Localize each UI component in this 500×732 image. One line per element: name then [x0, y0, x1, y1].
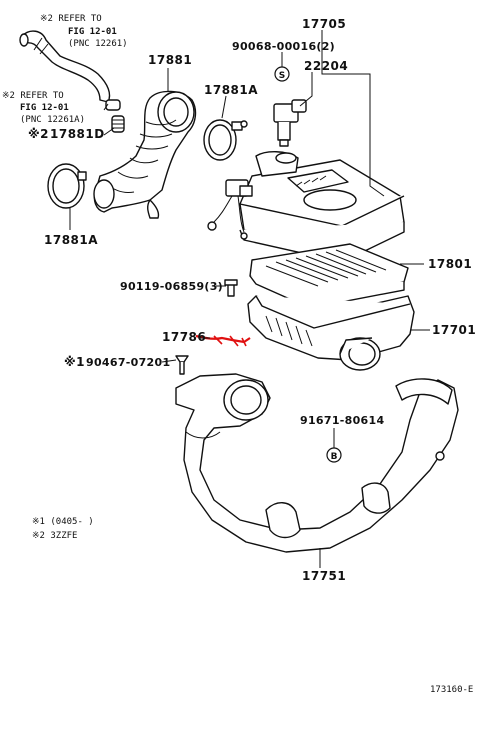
hose-clamp-17881a-top — [203, 119, 248, 161]
intake-hose-17881 — [93, 90, 197, 219]
footnote-2: ※2 3ZZFE — [32, 531, 77, 541]
filter-element-17801 — [249, 243, 409, 309]
clip-90467 — [175, 355, 189, 375]
leader-lines — [69, 30, 430, 568]
mark-left: ※2 — [28, 127, 49, 141]
figure-id: 173160-E — [430, 685, 473, 695]
callout-b-text: B — [331, 452, 338, 462]
hose-clamp-17881a-left — [47, 163, 87, 209]
ref2-line1: ※2 REFER TO — [2, 91, 64, 101]
label-90467: 90467-07201 — [86, 356, 170, 369]
ref1-line3: (PNC 12261) — [68, 39, 128, 49]
intake-duct-17751 — [175, 373, 459, 553]
ref2-line2: FIG 12-01 — [20, 103, 69, 113]
ref1-line2: FIG 12-01 — [68, 27, 117, 37]
label-90119: 90119-06859(3) — [120, 280, 223, 293]
breather-hose-17881-upper — [19, 30, 111, 103]
ref2-line3: (PNC 12261A) — [20, 115, 85, 125]
label-17881a-left: 17881A — [44, 233, 98, 247]
callout-b: B — [326, 447, 342, 463]
callout-s-text: S — [279, 71, 285, 81]
label-17881: 17881 — [148, 53, 192, 67]
wiring-harness — [207, 179, 253, 240]
air-cleaner-cap-17705 — [239, 151, 405, 263]
highlighted-part-17786 — [195, 334, 251, 347]
air-flow-meter-22204 — [273, 99, 307, 147]
label-17881a-top: 17881A — [204, 83, 258, 97]
label-17801: 17801 — [428, 257, 472, 271]
hose-clamp-small — [105, 99, 125, 133]
mark-90467: ※1 — [64, 355, 85, 369]
label-17786: 17786 — [162, 330, 206, 344]
label-17751: 17751 — [302, 569, 346, 583]
label-91671: 91671-80614 — [300, 414, 384, 427]
bolt-90119 — [224, 279, 238, 297]
label-22204: 22204 — [304, 59, 348, 73]
footnote-1: ※1 (0405- ) — [32, 517, 94, 527]
callout-s: S — [274, 66, 290, 82]
label-17705: 17705 — [302, 17, 346, 31]
label-17701: 17701 — [432, 323, 476, 337]
air-cleaner-case-17701 — [247, 295, 415, 371]
ref1-line1: ※2 REFER TO — [40, 14, 102, 24]
label-90068: 90068-00016(2) — [232, 40, 335, 53]
label-17881d: 17881D — [50, 127, 105, 141]
